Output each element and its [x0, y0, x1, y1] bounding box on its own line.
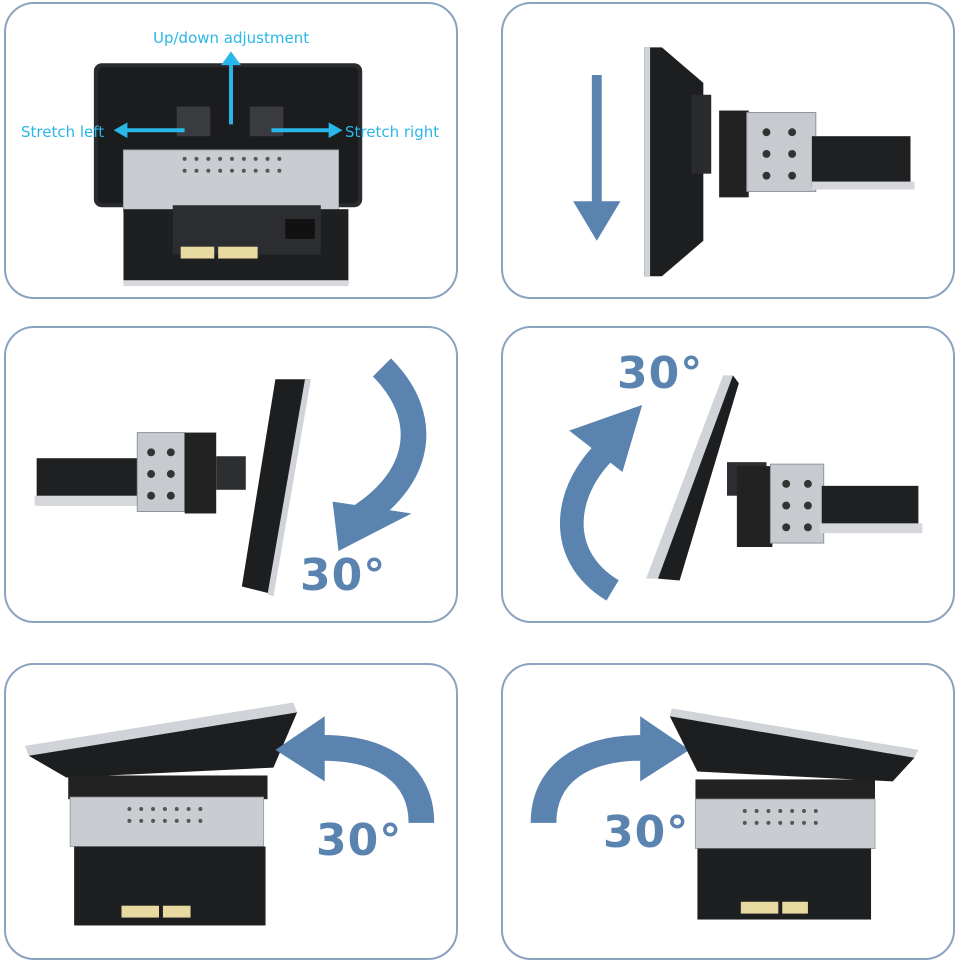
- curved-arrow-icon: [559, 404, 643, 601]
- down-arrow-icon: [573, 75, 621, 241]
- angle-label: 30°: [316, 815, 403, 866]
- head-unit-tilt-down-illustration: [34, 358, 427, 597]
- angle-label: 30°: [617, 348, 704, 399]
- angle-label: 30°: [603, 807, 690, 858]
- panel-tilt-down: 30°: [4, 326, 458, 623]
- panel-tilt-up: 30°: [501, 326, 955, 623]
- up-down-adjustment-label: Up/down adjustment: [153, 29, 310, 47]
- head-unit-side-illustration: [573, 47, 915, 277]
- angle-label: 30°: [300, 550, 387, 601]
- panel-front-adjustment: Up/down adjustment Stretch left Stretch …: [4, 2, 458, 299]
- curved-arrow-icon: [530, 716, 690, 824]
- head-unit-tilt-up-illustration: [559, 375, 923, 601]
- panel-rotate-right: 30°: [501, 663, 955, 960]
- head-unit-rotate-left-illustration: [24, 702, 435, 926]
- stretch-left-label: Stretch left: [21, 123, 105, 141]
- panel-side-down: [501, 2, 955, 299]
- stretch-right-label: Stretch right: [345, 123, 440, 141]
- head-unit-front-illustration: [93, 51, 363, 287]
- curved-arrow-icon: [275, 716, 435, 824]
- panel-rotate-left: 30°: [4, 663, 458, 960]
- curved-arrow-icon: [332, 358, 427, 551]
- head-unit-rotate-right-illustration: [530, 708, 919, 920]
